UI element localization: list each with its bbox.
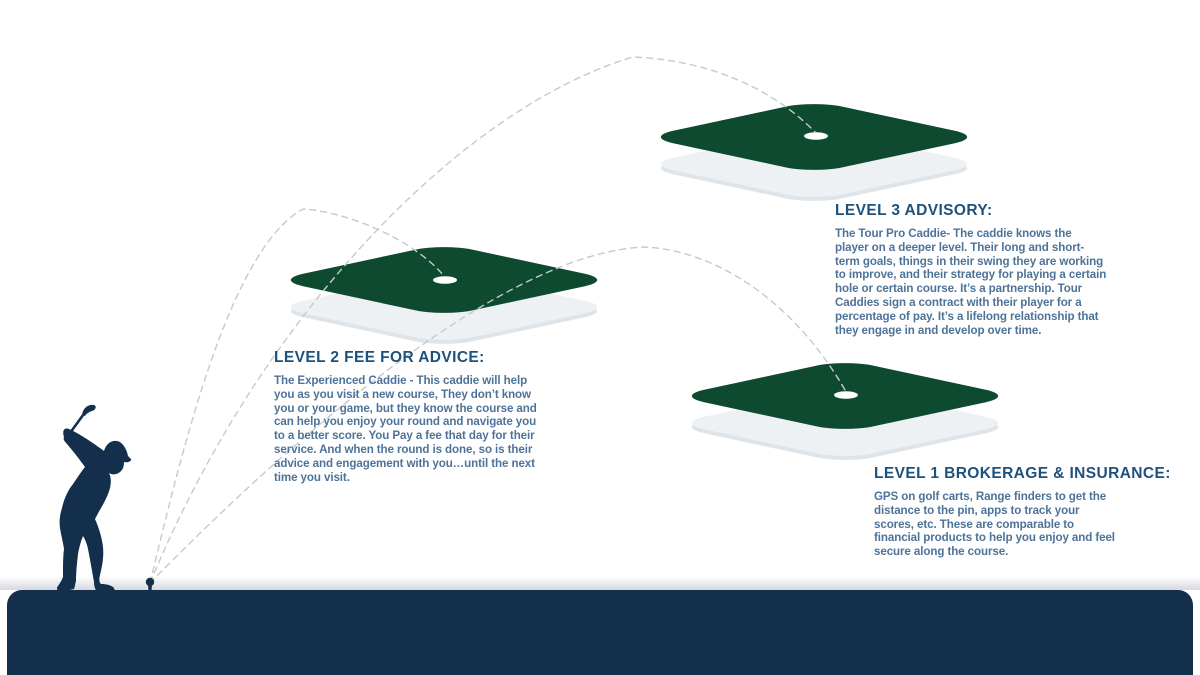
golf-ball-on-tee-icon bbox=[145, 577, 155, 593]
level-1-description: GPS on golf carts, Range finders to get … bbox=[874, 490, 1115, 559]
platform-level-3 bbox=[660, 104, 968, 201]
trajectory-arc-level-1 bbox=[149, 246, 846, 584]
level-2-title: LEVEL 2 FEE FOR ADVICE: bbox=[274, 349, 485, 366]
golf-hole-icon bbox=[804, 132, 828, 140]
section-level-2: LEVEL 2 FEE FOR ADVICE: The Experienced … bbox=[274, 349, 540, 484]
level-3-title: LEVEL 3 ADVISORY: bbox=[835, 202, 993, 219]
platform-level-1 bbox=[691, 363, 999, 460]
trajectory-arc-level-3 bbox=[149, 56, 816, 584]
golf-hole-icon bbox=[433, 276, 457, 284]
golfer-body bbox=[56, 428, 132, 592]
golf-ball bbox=[145, 577, 155, 587]
golf-hole-icon bbox=[834, 391, 858, 399]
golf-club-head bbox=[82, 404, 96, 416]
ground-shadow bbox=[0, 576, 1200, 590]
level-1-title: LEVEL 1 BROKERAGE & INSURANCE: bbox=[874, 465, 1171, 482]
level-3-description: The Tour Pro Caddie- The caddie knows th… bbox=[835, 227, 1107, 337]
platform-level-2 bbox=[290, 247, 598, 344]
tee bbox=[148, 585, 152, 593]
trajectory-arc-level-2 bbox=[149, 208, 445, 584]
ground-bar bbox=[7, 590, 1193, 675]
golfer-silhouette-icon bbox=[56, 404, 132, 592]
section-level-3: LEVEL 3 ADVISORY: The Tour Pro Caddie- T… bbox=[835, 202, 1107, 337]
section-level-1: LEVEL 1 BROKERAGE & INSURANCE: GPS on go… bbox=[874, 465, 1174, 559]
level-2-description: The Experienced Caddie - This caddie wil… bbox=[274, 374, 537, 484]
